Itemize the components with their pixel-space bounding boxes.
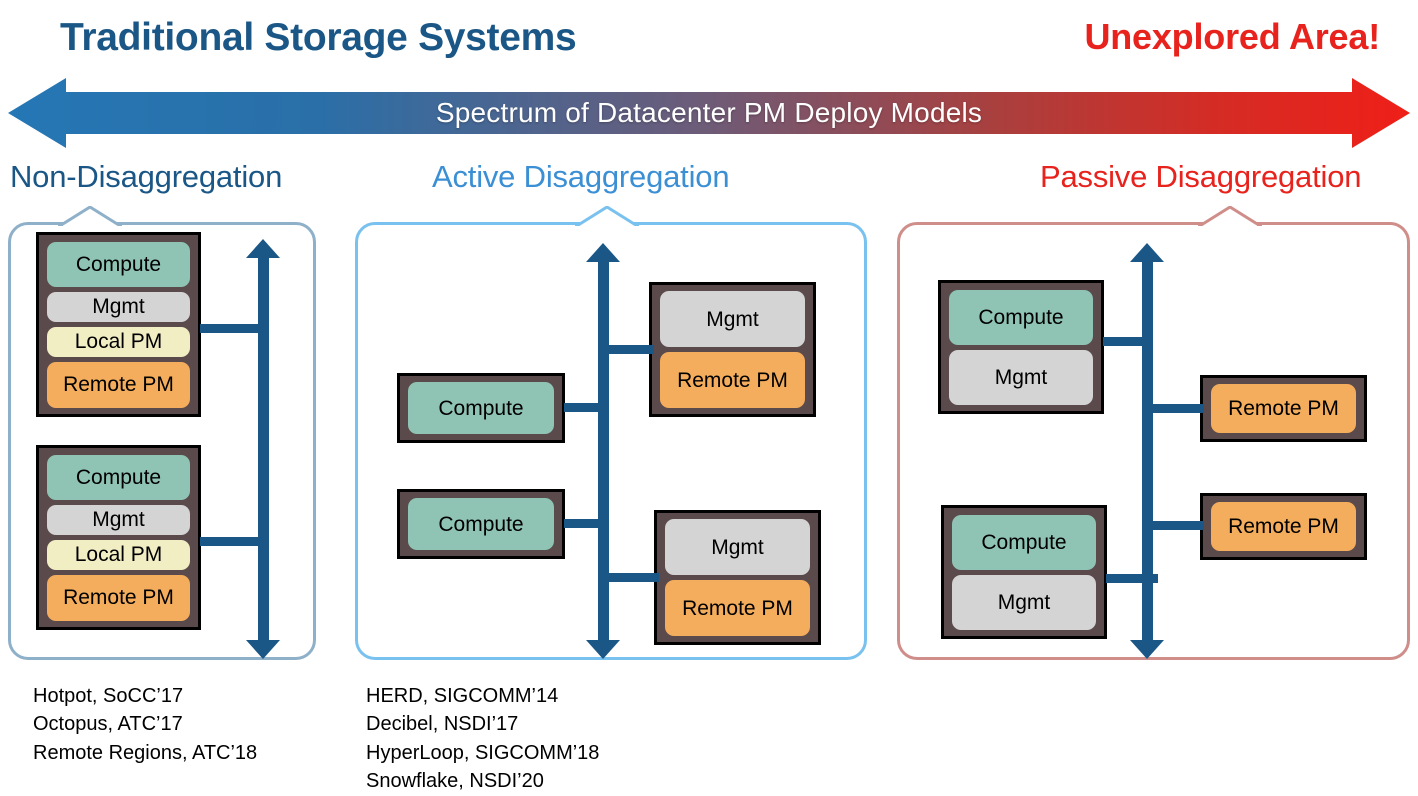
page-title-unexplored: Unexplored Area!	[1084, 16, 1380, 57]
bus-lead	[1103, 337, 1149, 346]
slot-local-pm: Local PM	[47, 326, 190, 357]
citations-non-disaggregation: Hotpot, SoCC’17 Octopus, ATC’17 Remote R…	[33, 685, 258, 764]
server-chassis: Remote PM	[1200, 375, 1367, 442]
bus-lead	[564, 403, 604, 412]
slot-compute: Compute	[952, 514, 1096, 570]
slot-mgmt: Mgmt	[660, 291, 805, 347]
slot-mgmt: Mgmt	[952, 574, 1096, 630]
slot-compute: Compute	[408, 498, 554, 550]
bus-arrow-down-icon	[586, 640, 620, 659]
bus-lead	[604, 345, 654, 354]
slot-local-pm: Local PM	[47, 539, 190, 570]
server-chassis: Mgmt Remote PM	[654, 510, 821, 645]
server-chassis: Compute Mgmt	[938, 280, 1104, 414]
slot-compute: Compute	[47, 454, 190, 500]
slot-remote-pm: Remote PM	[47, 361, 190, 408]
slot-mgmt: Mgmt	[665, 519, 810, 575]
slot-remote-pm: Remote PM	[660, 352, 805, 408]
server-chassis: Compute Mgmt	[941, 505, 1107, 639]
bus-arrow-down-icon	[1130, 640, 1164, 659]
citations-active-disaggregation: HERD, SIGCOMM’14 Decibel, NSDI’17 HyperL…	[366, 685, 600, 793]
slot-remote-pm: Remote PM	[1211, 384, 1356, 433]
page-title-traditional: Traditional Storage Systems	[60, 16, 577, 59]
spectrum-arrow	[8, 78, 1410, 148]
server-chassis: Remote PM	[1200, 493, 1367, 560]
bus-lead	[1148, 521, 1204, 530]
network-bus	[598, 262, 609, 640]
server-chassis: Compute	[397, 489, 565, 559]
slot-mgmt: Mgmt	[47, 291, 190, 322]
panel-caption-passive-disaggregation: Passive Disaggregation	[1040, 159, 1362, 194]
server-chassis: Compute Mgmt Local PM Remote PM	[36, 232, 201, 417]
bus-arrow-up-icon	[246, 239, 280, 258]
bus-lead	[564, 519, 604, 528]
server-chassis: Mgmt Remote PM	[649, 282, 816, 417]
bus-lead	[1106, 574, 1158, 583]
bus-lead	[604, 573, 659, 582]
slot-compute: Compute	[949, 289, 1093, 345]
network-bus	[258, 258, 269, 640]
bus-arrow-up-icon	[1130, 243, 1164, 262]
bus-arrow-down-icon	[246, 640, 280, 659]
slot-compute: Compute	[408, 382, 554, 434]
server-chassis: Compute Mgmt Local PM Remote PM	[36, 445, 201, 630]
slot-remote-pm: Remote PM	[47, 574, 190, 621]
bus-arrow-up-icon	[586, 243, 620, 262]
panel-caption-active-disaggregation: Active Disaggregation	[432, 159, 730, 194]
slot-mgmt: Mgmt	[949, 349, 1093, 405]
bus-lead	[200, 537, 262, 546]
slot-remote-pm: Remote PM	[1211, 502, 1356, 551]
slot-mgmt: Mgmt	[47, 504, 190, 535]
bus-lead	[1148, 404, 1204, 413]
network-bus	[1142, 262, 1153, 640]
panel-caption-non-disaggregation: Non-Disaggregation	[10, 159, 283, 194]
bus-lead	[200, 324, 262, 333]
slot-compute: Compute	[47, 241, 190, 287]
slot-remote-pm: Remote PM	[665, 580, 810, 636]
server-chassis: Compute	[397, 373, 565, 443]
